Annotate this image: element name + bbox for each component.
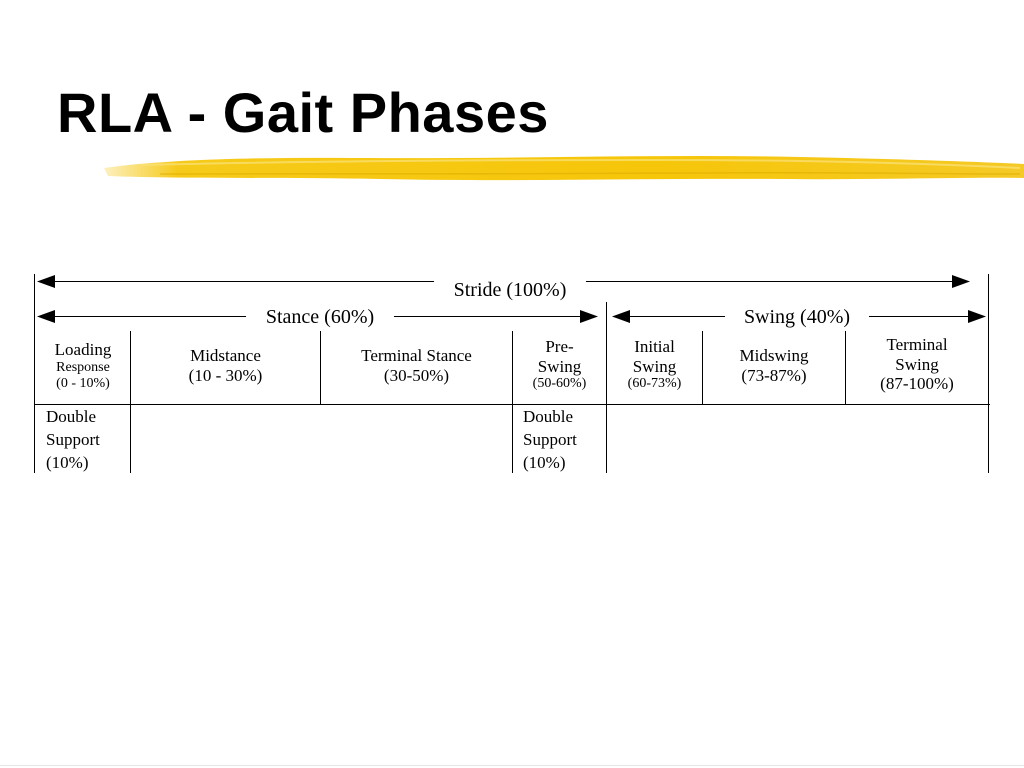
slide-bottom-edge <box>0 765 1024 766</box>
swing-arrowhead-right <box>968 310 986 323</box>
stride-arrowhead-left <box>37 275 55 288</box>
double-support-initial: Double Support (10%) <box>46 405 100 474</box>
phase-name: Pre- <box>545 337 574 356</box>
swing-arrowhead-left <box>612 310 630 323</box>
phase-terminal-stance: Terminal Stance (30-50%) <box>321 346 512 385</box>
phase-range: (73-87%) <box>741 365 807 385</box>
double-support-line2: Support <box>46 430 100 449</box>
phase-name-2: Swing <box>895 354 939 374</box>
phase-range: (50-60%) <box>532 376 587 392</box>
stance-arrowhead-right <box>580 310 598 323</box>
phase-initial-swing: Initial Swing (60-73%) <box>607 337 702 392</box>
phase-pre-swing: Pre- Swing (50-60%) <box>513 337 606 392</box>
phase-name-2: Response <box>56 359 110 375</box>
stride-arrowhead-right <box>952 275 970 288</box>
stride-label: Stride (100%) <box>434 278 586 302</box>
phase-name: Initial <box>634 337 675 356</box>
double-support-terminal: Double Support (10%) <box>523 405 577 474</box>
phase-name: Terminal <box>886 335 948 354</box>
phase-range: (30-50%) <box>383 365 450 385</box>
phase-range: (0 - 10%) <box>56 375 110 391</box>
phase-name-2: Swing <box>632 356 677 376</box>
double-support-line3: (10%) <box>523 453 566 472</box>
double-support-line2: Support <box>523 430 577 449</box>
stance-arrowhead-left <box>37 310 55 323</box>
phase-midswing: Midswing (73-87%) <box>703 346 845 385</box>
phase-loading-response: Loading Response (0 - 10%) <box>36 340 130 392</box>
phase-name: Loading <box>54 340 112 359</box>
swing-label: Swing (40%) <box>725 305 869 329</box>
phase-name: Terminal Stance <box>361 346 472 365</box>
phase-range: (10 - 30%) <box>188 365 263 385</box>
slide-title: RLA - Gait Phases <box>57 81 549 144</box>
stance-label: Stance (60%) <box>246 305 394 329</box>
phase-range: (87-100%) <box>880 374 954 394</box>
phase-midstance: Midstance (10 - 30%) <box>131 346 320 385</box>
phase-name: Midstance <box>190 346 261 365</box>
phase-range: (60-73%) <box>627 376 682 392</box>
double-support-line1: Double <box>523 407 574 426</box>
double-support-line1: Double <box>46 407 97 426</box>
phase-name-2: Swing <box>537 356 582 376</box>
phase-name: Midswing <box>739 346 809 365</box>
phase-terminal-swing: Terminal Swing (87-100%) <box>846 335 988 394</box>
double-support-line3: (10%) <box>46 453 89 472</box>
yellow-highlighter-stroke <box>104 156 1024 181</box>
